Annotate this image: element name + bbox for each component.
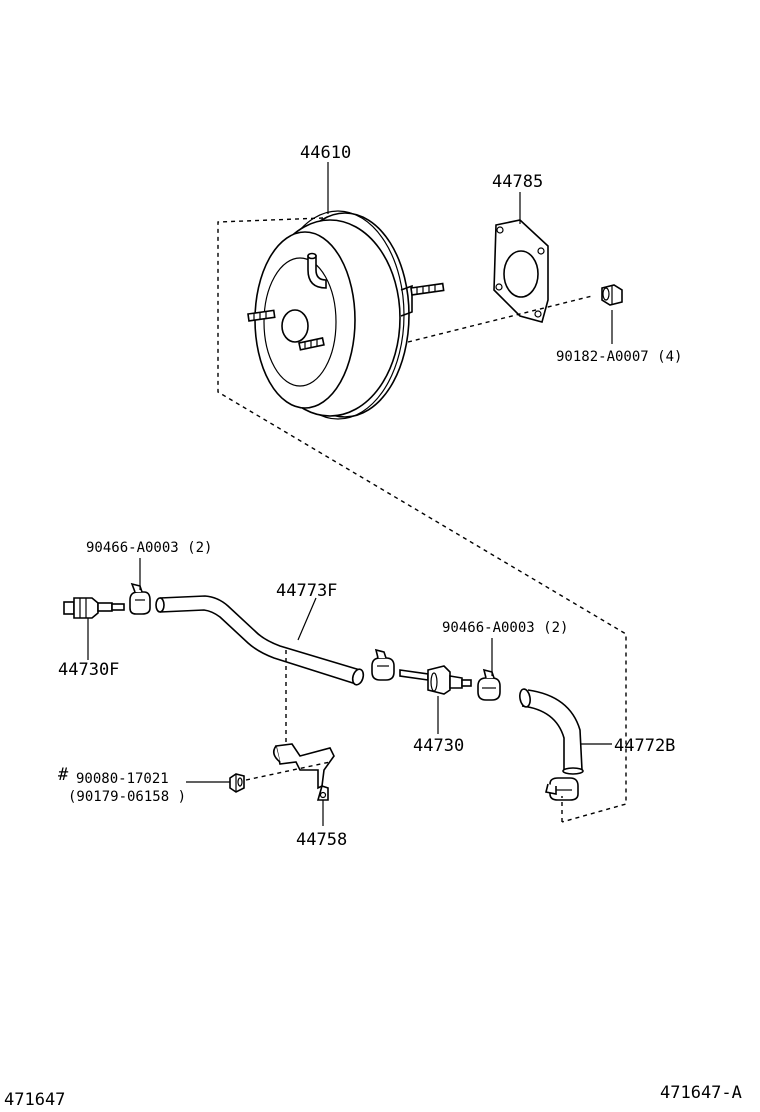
hose-clip-middle [371,648,395,681]
front-stud-left [247,309,276,322]
leader-lines [87,162,613,826]
diagram-code-right: 471647-A [660,1083,742,1103]
label-clip-right: 90466-A0003 (2) [442,620,568,636]
assembly-dashed-lines [217,217,627,823]
label-bolt-alt: (90179-06158 ) [68,789,186,805]
check-valve [399,665,472,695]
front-stud-bottom [298,337,325,351]
label-bracket: 44758 [296,830,347,850]
label-hose-b: 44772B [614,736,675,756]
rear-stud [410,282,445,296]
hose-bracket [272,743,335,801]
vacuum-nipple [307,252,327,289]
hose-clip-left [129,582,151,615]
label-booster: 44610 [300,143,351,163]
label-check-valve-f: 44730F [58,660,119,680]
vacuum-hose-f [155,595,365,686]
brake-booster [247,210,445,420]
check-valve-f [63,597,125,619]
diagram-code-left: 471647 [4,1090,65,1110]
booster-gasket [493,219,549,323]
label-check-valve: 44730 [413,736,464,756]
booster-nut [601,284,623,306]
label-gasket: 44785 [492,172,543,192]
vacuum-hose-b [519,688,584,775]
label-hose-f: 44773F [276,581,337,601]
hose-clip-right [477,668,501,701]
label-nut: 90182-A0007 (4) [556,349,682,365]
label-bolt: 90080-17021 [76,771,169,787]
label-clip-left: 90466-A0003 (2) [86,540,212,556]
hose-clip-bottom [545,777,579,801]
label-bolt-mark: # [58,765,69,785]
bracket-bolt [229,773,245,793]
